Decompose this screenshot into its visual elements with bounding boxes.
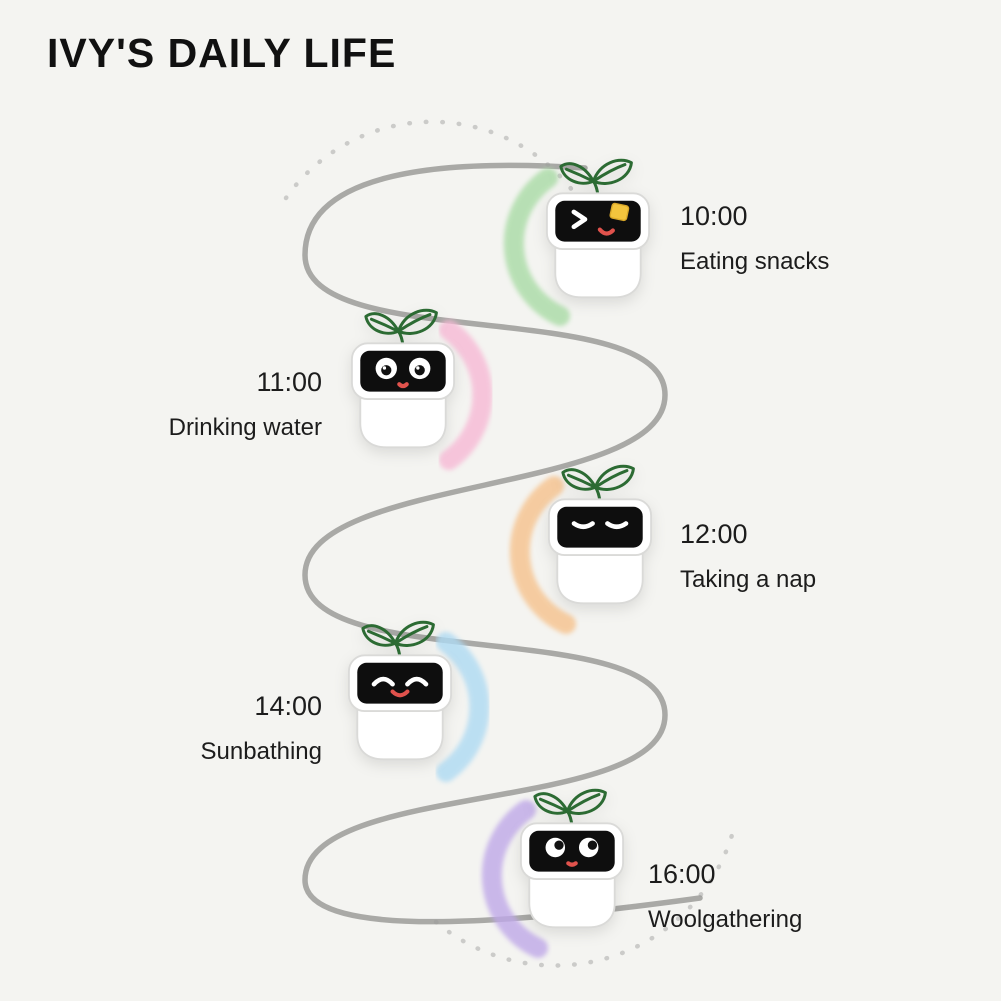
time-label: 11:00 bbox=[256, 367, 322, 397]
robot-body bbox=[520, 822, 624, 929]
accent-arc-drinking bbox=[439, 320, 493, 470]
sprout-icon bbox=[561, 464, 635, 503]
time-label: 12:00 bbox=[680, 519, 748, 549]
smiling-face-icon bbox=[371, 676, 429, 698]
robot-body bbox=[548, 498, 652, 605]
timeline-entry-sunbathing: 14:00 Sunbathing bbox=[82, 690, 322, 766]
plant-robot-sunbathing bbox=[348, 620, 452, 761]
timeline-entry-eating: 10:00 Eating snacks bbox=[680, 200, 829, 276]
time-label: 10:00 bbox=[680, 201, 748, 231]
accent-arc-eating bbox=[503, 168, 570, 326]
dotted-circle-top bbox=[283, 119, 581, 201]
timeline-entry-woolgathering: 16:00 Woolgathering bbox=[648, 858, 802, 934]
time-label: 16:00 bbox=[648, 859, 716, 889]
timeline-wave-line bbox=[302, 162, 703, 925]
plant-robot-drinking-water bbox=[351, 308, 455, 449]
activity-label: Woolgathering bbox=[648, 906, 803, 933]
plant-robot-napping bbox=[548, 464, 652, 605]
sprout-icon bbox=[559, 158, 633, 197]
activity-label: Sunbathing bbox=[200, 738, 322, 765]
page-title: IVY'S DAILY LIFE bbox=[47, 30, 397, 76]
robot-body bbox=[348, 654, 452, 761]
plant-robot-woolgathering bbox=[520, 788, 624, 929]
activity-label: Taking a nap bbox=[680, 566, 817, 593]
robot-body bbox=[546, 192, 650, 299]
daydreaming-face-icon bbox=[545, 837, 599, 867]
sprout-icon bbox=[364, 308, 438, 347]
accent-arc-woolgathering bbox=[481, 800, 548, 958]
time-label: 14:00 bbox=[254, 691, 322, 721]
robot-body bbox=[351, 342, 455, 449]
plant-robot-eating-snacks bbox=[546, 158, 650, 299]
sleeping-face-icon bbox=[571, 521, 629, 530]
timeline-entry-nap: 12:00 Taking a nap bbox=[680, 518, 816, 594]
wide-eyes-face-icon bbox=[375, 357, 431, 389]
accent-arc-sunbathing bbox=[436, 632, 490, 782]
timeline-entry-drinking: 11:00 Drinking water bbox=[82, 366, 322, 442]
accent-arc-nap bbox=[509, 476, 576, 634]
activity-label: Drinking water bbox=[168, 414, 322, 441]
activity-label: Eating snacks bbox=[680, 248, 830, 275]
sprout-icon bbox=[361, 620, 435, 659]
sprout-icon bbox=[533, 788, 607, 827]
wink-with-snack-face-icon bbox=[571, 202, 630, 236]
